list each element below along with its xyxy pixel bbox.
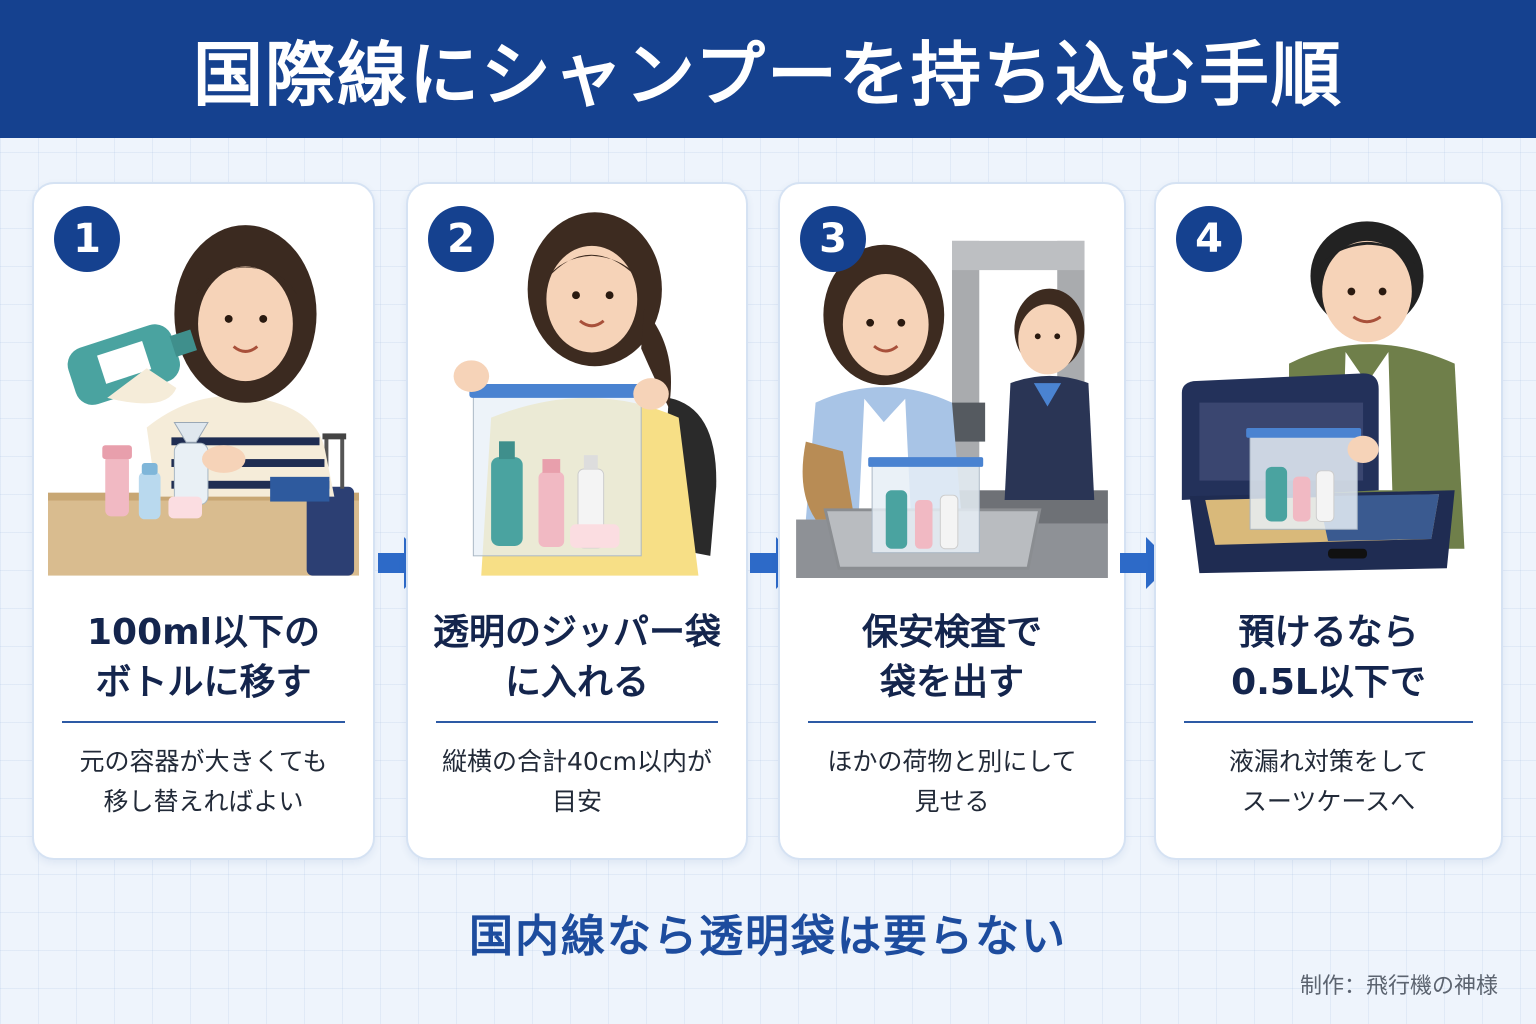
step-card-1: 1 [32,182,375,860]
divider [1184,721,1473,723]
step-description: 縦横の合計40cm以内が 目安 [418,742,736,822]
step-desc-line: スーツケースへ [1241,787,1416,816]
step-card-4: 4 [1154,182,1503,860]
divider [62,721,345,723]
divider [808,721,1096,723]
step-title-line: 保安検査で [861,612,1042,653]
step-title-line: 100ml以下の [87,612,320,653]
step-title-line: 0.5L以下で [1231,662,1426,703]
step-title-line: 透明のジッパー袋 [432,612,721,653]
step-number-badge: 3 [800,206,866,272]
step-desc-line: 液漏れ対策をして [1228,747,1429,776]
footer-note: 国内線なら透明袋は要らない [469,911,1067,962]
page-title: 国際線にシャンプーを持ち込む手順 [193,33,1343,116]
header-banner: 国際線にシャンプーを持ち込む手順 [0,0,1536,138]
step-card-2: 2 [406,182,748,860]
step-desc-line: 元の容器が大きくても [79,747,328,776]
step-desc-line: ほかの荷物と別にして [827,747,1077,776]
step-title: 預けるなら 0.5L以下で [1166,608,1491,708]
step-title: 保安検査で 袋を出す [790,608,1114,708]
step-title: 100ml以下の ボトルに移す [44,608,363,708]
step-desc-line: 目安 [551,787,602,816]
step-number-badge: 2 [428,206,494,272]
credit-text: 制作：飛行機の神様 [1299,974,1498,999]
step-desc-line: 縦横の合計40cm以内が [442,747,712,776]
step-description: 元の容器が大きくても 移し替えればよい [44,742,363,822]
step-description: ほかの荷物と別にして 見せる [790,742,1114,822]
illustration-pour-bottle [48,198,359,578]
step-number-badge: 1 [54,206,120,272]
step-title-line: 袋を出す [879,662,1024,703]
step-desc-line: 見せる [914,787,990,816]
step-number-badge: 4 [1176,206,1242,272]
step-description: 液漏れ対策をして スーツケースへ [1166,742,1491,822]
step-title-line: に入れる [504,662,649,703]
step-title-line: ボトルに移す [95,662,312,703]
illustration-suitcase-pack [1170,198,1487,578]
step-card-3: 3 [778,182,1126,860]
step-desc-line: 移し替えればよい [103,787,304,816]
step-title-line: 預けるなら [1238,612,1419,653]
divider [436,721,718,723]
step-title: 透明のジッパー袋 に入れる [418,608,736,708]
